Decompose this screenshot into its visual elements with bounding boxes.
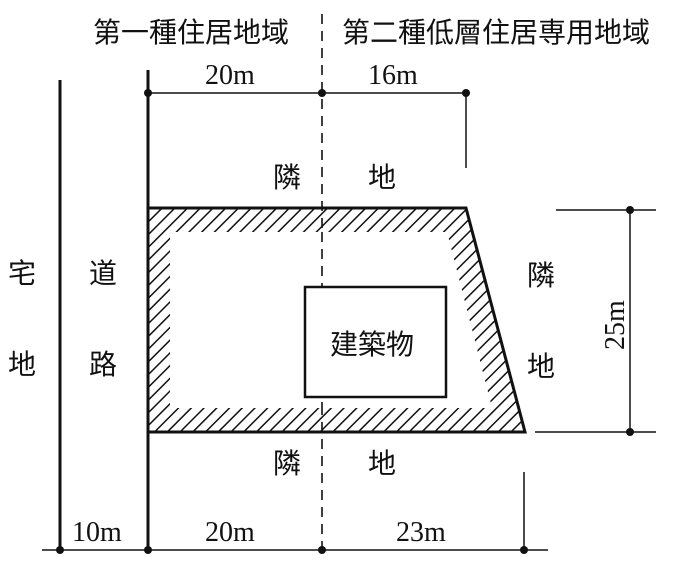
dim-bottom-left: 20m (205, 517, 255, 548)
rinchi-right-char-2: 地 (527, 350, 555, 383)
zone-label-left: 第一種住居地域 (93, 16, 289, 49)
rinchi-top-char-1: 隣 (273, 161, 301, 194)
rinchi-bottom-char-2: 地 (368, 447, 396, 480)
right-dimension (535, 206, 656, 436)
rinchi-bottom-char-1: 隣 (273, 447, 301, 480)
dim-bottom-right: 23m (396, 517, 446, 548)
takuchi-char-2: 地 (8, 348, 36, 381)
douro-char-1: 道 (89, 257, 117, 290)
site-boundary (148, 206, 527, 434)
building-rect (303, 285, 448, 399)
top-dimension (144, 89, 470, 168)
dim-right-height: 25m (600, 300, 631, 350)
dim-top-right: 16m (368, 60, 418, 91)
zone-label-right: 第二種低層住居専用地域 (342, 16, 650, 49)
rinchi-top-char-2: 地 (368, 161, 396, 194)
dim-top-left: 20m (205, 60, 255, 91)
site-lot (148, 208, 525, 432)
bottom-dimension (42, 472, 548, 554)
dim-bottom-road: 10m (72, 517, 122, 548)
takuchi-char-1: 宅 (8, 257, 36, 290)
rinchi-right-char-1: 隣 (527, 259, 555, 292)
building-label: 建築物 (330, 328, 414, 361)
douro-char-2: 路 (89, 348, 117, 381)
